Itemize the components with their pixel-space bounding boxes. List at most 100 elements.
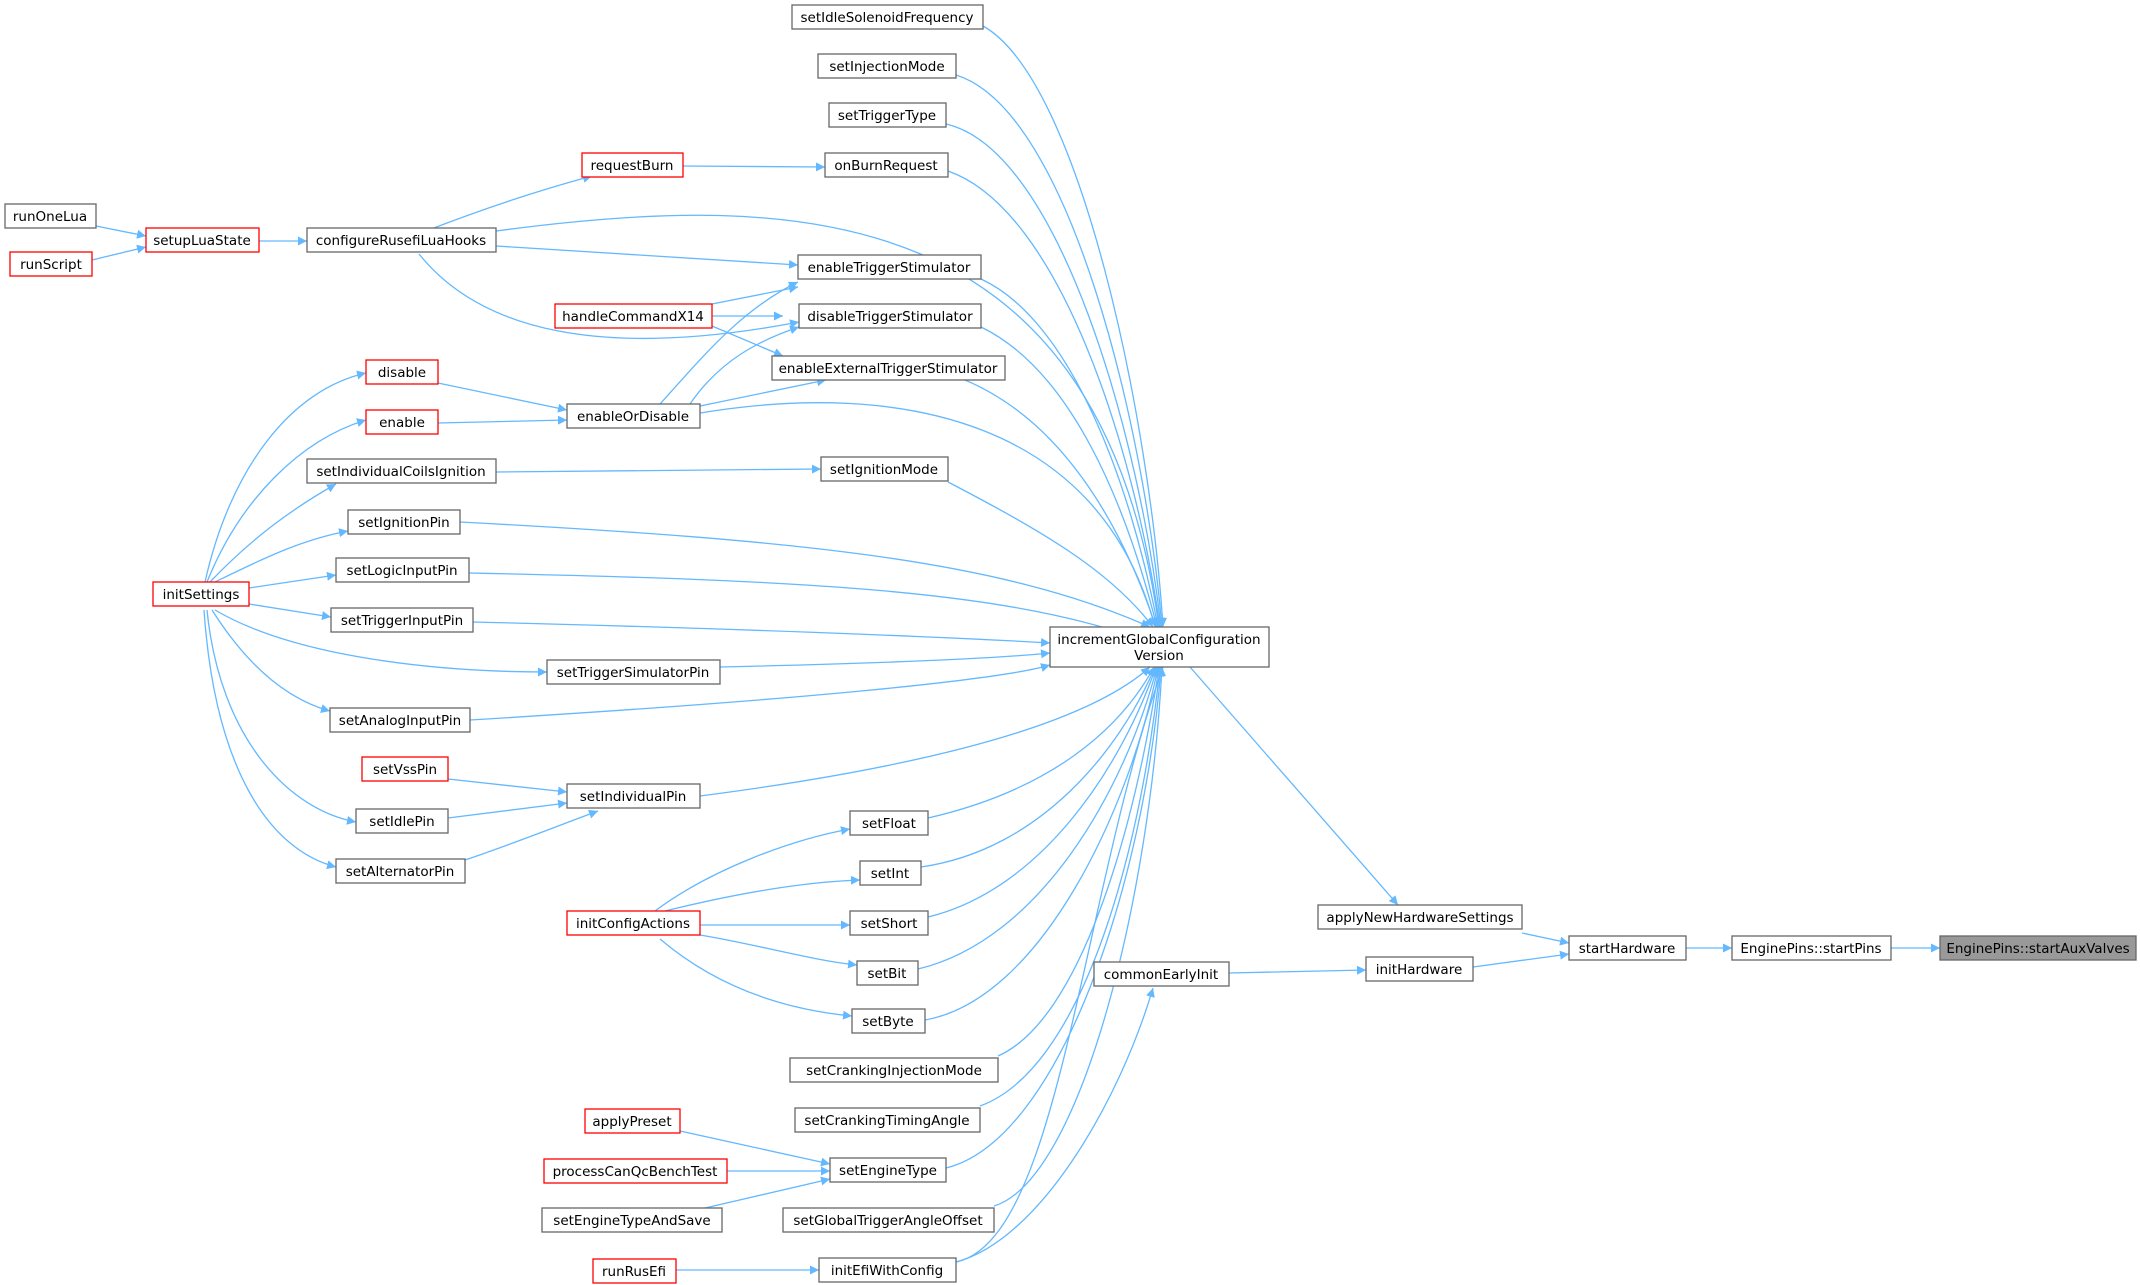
edge-setEngineType-incr [945,666,1165,1169]
node-setIgnitionPin[interactable]: setIgnitionPin [347,509,461,535]
node-incrementGlobalConfigurationVersion[interactable]: incrementGlobalConfiguration Version [1049,626,1270,668]
node-startHardware[interactable]: startHardware [1568,935,1687,961]
edge-setInjectionMode-incr [955,74,1166,628]
node-setIdlePin[interactable]: setIdlePin [355,808,449,834]
node-label: setAnalogInputPin [339,713,461,729]
edge-initSettings-enable [206,418,367,583]
node-label: setLogicInputPin [346,563,457,579]
edge-setShort-incr [927,666,1158,918]
node-onBurnRequest[interactable]: onBurnRequest [824,152,949,178]
node-runRusEfi[interactable]: runRusEfi [592,1258,677,1284]
node-label: setFloat [862,816,916,832]
node-setTriggerInputPin[interactable]: setTriggerInputPin [330,607,474,633]
edge-configureRusefiLuaHooks-incr [495,214,1163,628]
node-setCrankingTimingAngle[interactable]: setCrankingTimingAngle [794,1107,981,1133]
node-setCrankingInjectionMode[interactable]: setCrankingInjectionMode [789,1057,999,1083]
node-setIndividualPin[interactable]: setIndividualPin [566,783,701,809]
node-label: setInt [871,866,909,882]
edge-initHardware-startHardware [1472,950,1570,968]
edge-setCrankingInjectionMode-incr [997,666,1163,1057]
edge-applyNew-startHardware [1521,932,1570,946]
node-label: setShort [861,916,918,932]
node-enableExternalTriggerStimulator[interactable]: enableExternalTriggerStimulator [771,355,1006,381]
nodes: EnginePins::startAuxValves EnginePins::s… [4,4,2137,1284]
node-label-line-2: Version [1134,648,1184,664]
node-requestBurn[interactable]: requestBurn [581,152,684,178]
node-enable[interactable]: enable [365,409,439,435]
edges [91,25,1940,1275]
edge-initSettings-setLogicInputPin [248,571,337,589]
node-setIndividualCoilsIgnition[interactable]: setIndividualCoilsIgnition [306,458,497,484]
node-setupLuaState[interactable]: setupLuaState [145,227,260,253]
node-setBit[interactable]: setBit [856,960,919,986]
node-commonEarlyInit[interactable]: commonEarlyInit [1093,961,1230,987]
node-label: setGlobalTriggerAngleOffset [793,1213,982,1229]
node-label: runOneLua [13,209,87,225]
node-setEngineTypeAndSave[interactable]: setEngineTypeAndSave [541,1207,723,1233]
node-setIgnitionMode[interactable]: setIgnitionMode [820,456,949,482]
edge-setTriggerInputPin-incr [472,621,1051,647]
node-startAuxValves[interactable]: EnginePins::startAuxValves [1939,935,2137,961]
node-processCanQcBenchTest[interactable]: processCanQcBenchTest [543,1158,728,1184]
node-setFloat[interactable]: setFloat [849,810,929,836]
edge-initConfigActions-setByte [659,938,853,1020]
node-initSettings[interactable]: initSettings [152,581,250,607]
node-setTriggerType[interactable]: setTriggerType [828,102,947,128]
node-initHardware[interactable]: initHardware [1365,956,1474,982]
edge-initSettings-setIndividualCoilsIgnition [209,483,337,583]
node-disable[interactable]: disable [365,359,439,385]
edge-setIdlePin-setIndividualPin [447,799,568,819]
node-label: EnginePins::startPins [1740,941,1881,957]
edge-initConfigActions-setFloat [654,826,851,912]
node-setAnalogInputPin[interactable]: setAnalogInputPin [329,707,471,733]
node-setVssPin[interactable]: setVssPin [361,756,449,782]
edge-enable-enableOrDisable [437,415,568,425]
node-label: initHardware [1376,962,1463,978]
node-handleCommandX14[interactable]: handleCommandX14 [554,303,713,329]
node-initEfiWithConfig[interactable]: initEfiWithConfig [818,1257,957,1283]
node-configureRusefiLuaHooks[interactable]: configureRusefiLuaHooks [306,227,497,253]
node-setAlternatorPin[interactable]: setAlternatorPin [335,858,466,884]
node-label: disableTriggerStimulator [807,309,973,325]
node-enableOrDisable[interactable]: enableOrDisable [566,403,701,429]
node-label: applyPreset [592,1114,671,1130]
edge-enableOrDisable-enableTriggerStimulator [659,281,799,405]
node-label: setByte [862,1014,913,1030]
node-runOneLua[interactable]: runOneLua [4,203,97,229]
edge-initConfigActions-setInt [664,875,861,912]
edge-configureRusefiLuaHooks-requestBurn [425,173,593,232]
node-applyNewHardwareSettings[interactable]: applyNewHardwareSettings [1317,904,1523,930]
edge-requestBurn-onBurnRequest [682,162,826,172]
edge-commonEarlyInit-initHardware [1228,965,1367,975]
node-setEngineType[interactable]: setEngineType [829,1157,947,1183]
node-applyPreset[interactable]: applyPreset [584,1108,681,1134]
node-label: initConfigActions [576,916,690,932]
node-label: startHardware [1579,941,1676,957]
node-setInt[interactable]: setInt [859,860,922,886]
edge-initSettings-setAlternatorPin [203,609,337,870]
node-label: setTriggerInputPin [341,613,463,629]
edge-incr-applyNew [1189,666,1399,906]
node-label: configureRusefiLuaHooks [316,233,486,249]
node-setIdleSolenoidFrequency[interactable]: setIdleSolenoidFrequency [791,4,984,30]
node-disableTriggerStimulator[interactable]: disableTriggerStimulator [798,303,982,329]
node-label: setIndividualCoilsIgnition [316,464,485,480]
edge-setIdleSolenoidFrequency-incr [982,25,1167,628]
node-startPins[interactable]: EnginePins::startPins [1731,935,1892,961]
node-label-line-1: incrementGlobalConfiguration [1057,632,1260,648]
edge-initSettings-setTriggerSimulatorPin [214,609,548,677]
edge-setEngineTypeAndSave-setEngineType [704,1176,831,1209]
node-setInjectionMode[interactable]: setInjectionMode [817,53,957,79]
edge-setIndividualCoilsIgnition-setIgnitionMode [495,464,822,474]
node-setByte[interactable]: setByte [851,1008,926,1034]
node-initConfigActions[interactable]: initConfigActions [566,910,701,936]
node-setLogicInputPin[interactable]: setLogicInputPin [335,557,470,583]
node-label: runRusEfi [602,1264,666,1280]
node-label: EnginePins::startAuxValves [1946,941,2129,957]
node-enableTriggerStimulator[interactable]: enableTriggerStimulator [797,254,982,280]
node-setGlobalTriggerAngleOffset[interactable]: setGlobalTriggerAngleOffset [782,1207,995,1233]
node-runScript[interactable]: runScript [9,251,93,277]
node-setTriggerSimulatorPin[interactable]: setTriggerSimulatorPin [546,659,721,685]
node-setShort[interactable]: setShort [849,910,929,936]
